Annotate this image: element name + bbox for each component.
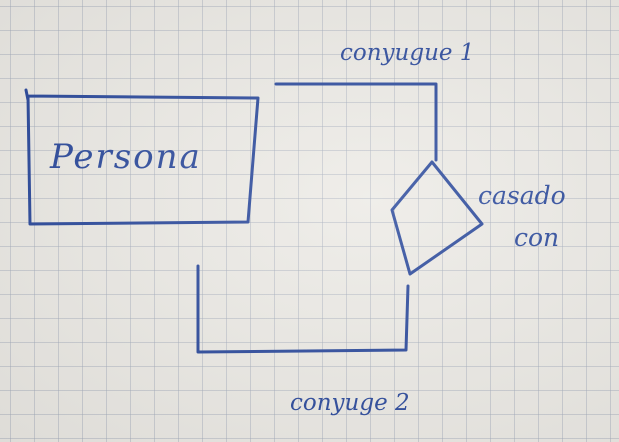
relationship-label-line2: con [514,223,559,252]
entity-label: Persona [49,137,202,177]
role-line-1 [274,82,438,162]
role-line-2 [196,264,410,354]
entity-persona: Persona [24,88,260,226]
entity-box [24,88,260,226]
role-label-1: conyugue 1 [340,40,474,66]
relationship-diamond [390,160,484,276]
role-label-2: conyuge 2 [290,390,410,416]
relationship-label-line1: casado [478,181,566,210]
relationship-casado-con: casado con [390,160,566,276]
